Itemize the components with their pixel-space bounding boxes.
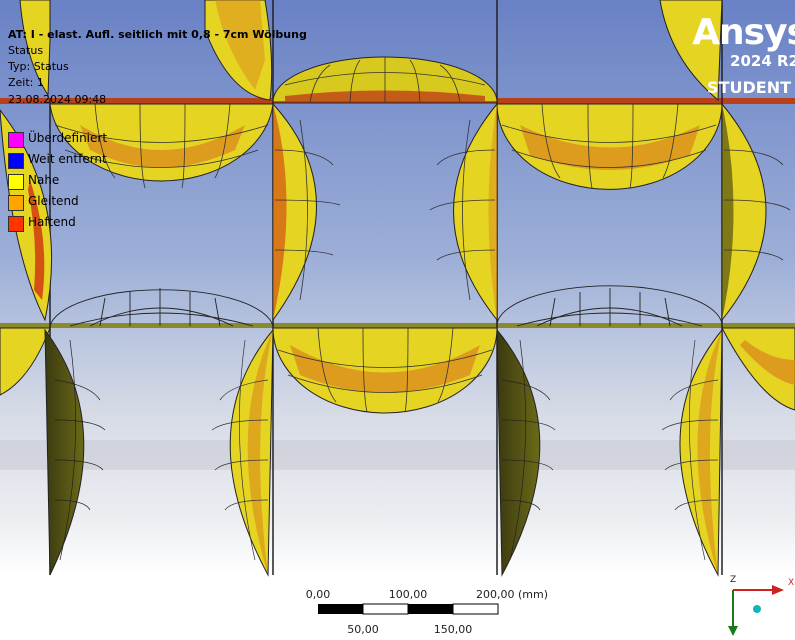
scale-label: 50,00 <box>347 623 379 636</box>
shell-wire-dome-2 <box>496 285 723 327</box>
scale-bar <box>318 603 499 615</box>
shell-leaf-1 <box>44 328 106 576</box>
legend-swatch <box>8 132 24 148</box>
logo-edition: STUDENT <box>707 78 791 97</box>
shell-mid-bottom-left <box>0 327 51 396</box>
shell-top-2 <box>496 103 723 190</box>
shell-leaf-2 <box>211 328 274 577</box>
shell-wire-dome-1 <box>49 288 274 327</box>
shell-lens-1a <box>272 102 341 322</box>
shell-top-partial-2 <box>659 0 723 102</box>
legend-swatch <box>8 216 24 232</box>
scale-label: 0,00 <box>305 588 331 601</box>
legend-label: Nahe <box>28 173 60 187</box>
shell-lens-2 <box>721 102 791 322</box>
info-date: 23.08.2024 09:48 <box>8 93 107 106</box>
shell-leaf-4 <box>661 328 723 577</box>
legend-label: Überdefiniert <box>28 131 108 145</box>
shell-mid-bottom <box>272 327 498 414</box>
scale-label: 150,00 <box>433 623 473 636</box>
legend-label: Weit entfernt <box>28 152 107 166</box>
scale-label: 200,00 (mm) <box>476 588 548 601</box>
floor-band <box>0 440 795 470</box>
coordinate-triad: Z X <box>728 575 794 636</box>
info-result: Status <box>8 44 44 57</box>
info-time: Zeit: 1 <box>8 76 44 89</box>
ansys-logo: Ansys 2024 R2 STUDENT <box>685 12 795 112</box>
shell-dome-top <box>272 56 498 103</box>
scale-label: 100,00 <box>388 588 428 601</box>
legend-swatch <box>8 174 24 190</box>
shell-top-1 <box>49 103 274 189</box>
logo-version: 2024 R2 <box>730 52 795 70</box>
svg-text:Z: Z <box>730 575 736 585</box>
shell-top-partial-1 <box>19 0 273 101</box>
shell-lens-1b <box>429 102 498 322</box>
info-type: Typ: Status <box>8 60 69 73</box>
legend-swatch <box>8 153 24 169</box>
legend-label: Gleitend <box>28 194 79 208</box>
beam-middle <box>0 323 795 328</box>
analysis-title: AT: I - elast. Aufl. seitlich mit 0,8 - … <box>8 28 307 41</box>
shell-leaf-3 <box>496 328 556 577</box>
logo-name: Ansys <box>692 12 795 53</box>
legend-swatch <box>8 195 24 211</box>
legend-label: Haftend <box>28 215 76 229</box>
svg-text:X: X <box>788 578 794 588</box>
